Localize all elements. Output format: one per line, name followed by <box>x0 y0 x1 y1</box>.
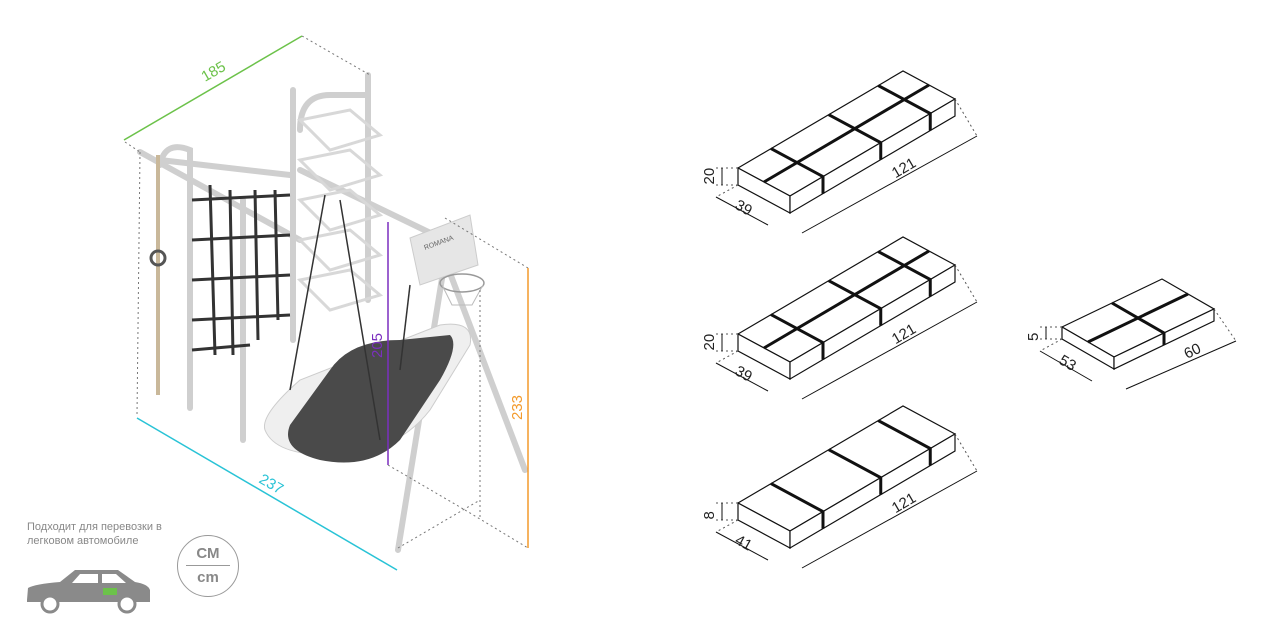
package-height-label: 20 <box>701 334 718 351</box>
dimension-height: 233 <box>509 268 529 548</box>
package-height-label: 20 <box>701 168 718 185</box>
package-length-label: 121 <box>889 155 919 182</box>
strap <box>770 147 825 194</box>
package-depth-label: 39 <box>732 363 755 386</box>
package-box-1: 121 39 20 <box>701 70 978 234</box>
units-divider <box>186 565 230 566</box>
basketball-hoop: ROMANA <box>409 214 485 306</box>
package-length-label: 121 <box>889 490 919 517</box>
length-label: 237 <box>256 471 286 498</box>
package-height-label: 5 <box>1025 333 1042 341</box>
package-depth-label: 53 <box>1056 352 1079 375</box>
strap <box>770 482 825 529</box>
swing-height-label: 205 <box>369 333 386 358</box>
package-box-3: 121 41 8 <box>701 405 978 569</box>
strap <box>828 448 883 495</box>
guide-lines <box>124 35 529 549</box>
package-height-label: 8 <box>701 511 718 519</box>
height-label: 233 <box>509 395 526 420</box>
gymnastic-ring <box>149 249 167 267</box>
units-cyrillic: СМ <box>196 545 220 562</box>
climbing-net <box>191 184 291 356</box>
strap <box>770 313 825 360</box>
strap <box>828 113 883 160</box>
strap <box>1111 301 1166 345</box>
playground-set-illustration <box>137 72 528 553</box>
dimension-width: 185 <box>123 35 303 141</box>
strap <box>763 249 930 350</box>
strap <box>1087 292 1189 344</box>
package-depth-label: 41 <box>732 532 755 555</box>
package-depth-label: 39 <box>732 197 755 220</box>
units-icon: СМ cm <box>177 535 239 597</box>
package-box-4: 60 53 5 <box>1025 278 1237 390</box>
strap <box>828 279 883 326</box>
strap <box>877 250 932 297</box>
swing-nest <box>263 194 472 463</box>
strap <box>877 84 932 131</box>
car-transport-note: Подходит для перевозки в легковом автомо… <box>27 521 162 547</box>
package-length-label: 121 <box>889 321 919 348</box>
strap <box>877 419 932 466</box>
dimension-swing-height: 205 <box>369 222 389 465</box>
package-length-label: 60 <box>1181 340 1203 363</box>
strap <box>763 83 930 184</box>
units-latin: cm <box>197 569 219 586</box>
car-icon <box>27 570 150 614</box>
package-box-2: 121 39 20 <box>701 236 978 400</box>
